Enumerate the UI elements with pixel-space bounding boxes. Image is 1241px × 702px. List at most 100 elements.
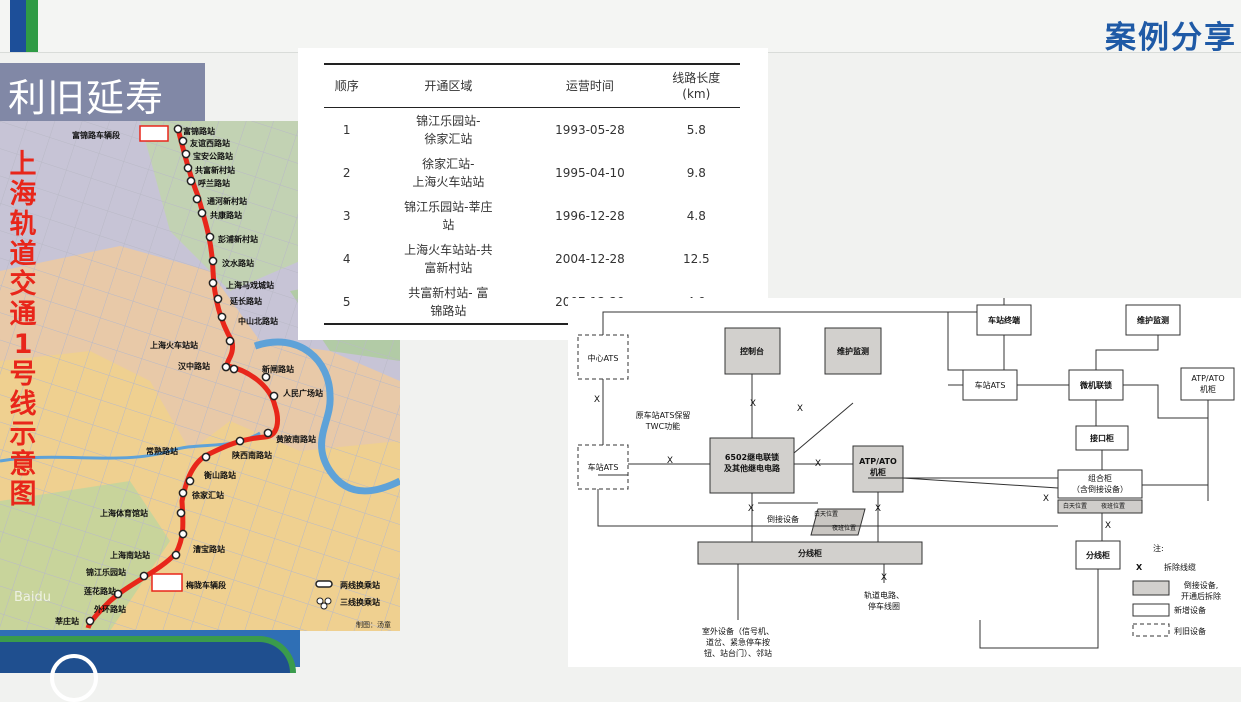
center-ats-label: 中心ATS [588,353,619,363]
legend-x-mark: X [1136,563,1143,572]
legend-switch-desc: 倒接设备,开通后拆除 [1181,580,1221,601]
cell-length: 5.8 [686,122,706,137]
header-seq: 顺序 [324,63,370,108]
legend-switch-swatch [1132,580,1170,596]
cell-date: 2004-12-28 [555,251,625,266]
station-ats-new-label: 车站ATS [975,380,1006,390]
station-label: 上海火车站站 [150,340,198,350]
station-label: 人民广场站 [283,388,323,398]
signal-system-diagram: 中心ATS 车站ATS 控制台 维护监测 车站终端 维护监测 车站ATS 微机联… [568,298,1241,667]
depot-label: 富锦路车辆段 [72,130,120,140]
station-label: 共康路站 [210,210,242,220]
station-marker [173,124,183,134]
x-mark: X [750,399,756,409]
legend-reused-device: 利旧设备 [1174,626,1206,636]
header-bar [0,0,1241,53]
distribution-cabinet-right-label: 分线柜 [1086,550,1110,560]
map-credit: 制图：汤童 [356,620,391,629]
station-marker [185,476,195,486]
station-terminal-label: 车站终端 [988,315,1020,325]
x-mark: X [1105,521,1111,531]
station-label: 外环路站 [94,604,126,614]
footer-circle [50,654,98,702]
station-label: 上海马戏城站 [226,280,274,290]
legend-new-swatch [1132,603,1170,617]
station-marker [85,616,95,626]
x-mark: X [667,456,673,466]
station-marker [221,362,231,372]
station-marker [183,163,193,173]
cell-date: 1996-12-28 [555,208,625,223]
x-mark: X [748,504,754,514]
station-label: 汉中路站 [178,361,210,371]
control-console-box [724,327,781,375]
station-ats-old-label: 车站ATS [588,462,619,472]
cell-section: 锦江乐园站-莘庄 站 [404,199,493,232]
cell-seq: 3 [342,208,351,223]
station-label: 陕西南路站 [232,450,272,460]
station-label: 呼兰路站 [198,178,230,188]
white-pos-right-label: 白天位置 [1063,502,1087,510]
cell-seq: 1 [342,122,351,137]
station-marker [181,149,191,159]
station-label: 漕宝路站 [193,544,225,554]
interface-cabinet-label: 接口柜 [1090,433,1114,443]
station-marker [186,176,196,186]
cell-length: 9.8 [686,165,706,180]
header-length: 线路长度 (km) [652,63,740,108]
station-label: 莲花路站 [84,586,116,596]
station-marker [178,136,188,146]
station-marker [225,336,235,346]
maintenance-monitor-right-box [1125,304,1181,336]
track-circuit-label: 轨道电路、停车线圈 [864,590,904,611]
station-marker [205,232,215,242]
footer-arc [0,636,296,673]
heading-box [0,63,205,121]
station-label: 中山北路站 [238,316,278,326]
maintenance-monitor-box [824,327,882,375]
logo-mark-green [26,0,38,52]
legend-title: 注: [1153,543,1164,553]
station-label: 富锦路站 [183,126,215,136]
switch-device-label: 倒接设备 [767,514,799,524]
x-mark: X [797,404,803,414]
combination-switch-box [1057,499,1143,514]
white-pos-label: 白天位置 [814,510,838,518]
combination-cabinet-label: 组合柜（含倒接设备） [1072,473,1128,494]
x-mark: X [875,504,881,514]
station-label: 黄陂南路站 [276,434,316,444]
station-label: 上海南站站 [110,550,150,560]
station-marker [192,194,202,204]
x-mark: X [881,573,887,583]
cell-section: 共富新村站- 富 锦路站 [369,280,528,325]
cell-section: 锦江乐园站- 徐家汇站 [416,113,481,146]
station-label: 宝安公路站 [193,151,233,161]
page-title: 案例分享 [1105,20,1237,56]
station-marker [269,391,279,401]
header-date: 运营时间 [527,63,653,108]
interlock-relay-box [709,437,795,494]
legend-remove-cable: 拆除线缆 [1164,562,1196,572]
watermark: Baidu [14,590,51,605]
cell-section: 徐家汇站- 上海火车站站 [412,156,485,189]
cell-seq: 2 [342,165,351,180]
maintenance-monitor-label: 维护监测 [837,346,869,356]
station-label: 上海体育馆站 [100,508,148,518]
x-mark: X [815,459,821,469]
atp-ato-new-box [1180,367,1235,401]
station-label: 常熟路站 [146,446,178,456]
micro-interlock-label: 微机联锁 [1079,380,1112,390]
station-marker [176,508,186,518]
distribution-cabinet-label: 分线柜 [798,548,822,558]
station-label: 汶水路站 [222,258,254,268]
logo-mark [10,0,26,52]
heading-title: 利旧延寿 [8,76,165,120]
legend-two-line: 两线换乘站 [340,580,380,590]
station-label: 友谊西路站 [189,138,230,148]
cell-seq: 5 [324,280,370,325]
